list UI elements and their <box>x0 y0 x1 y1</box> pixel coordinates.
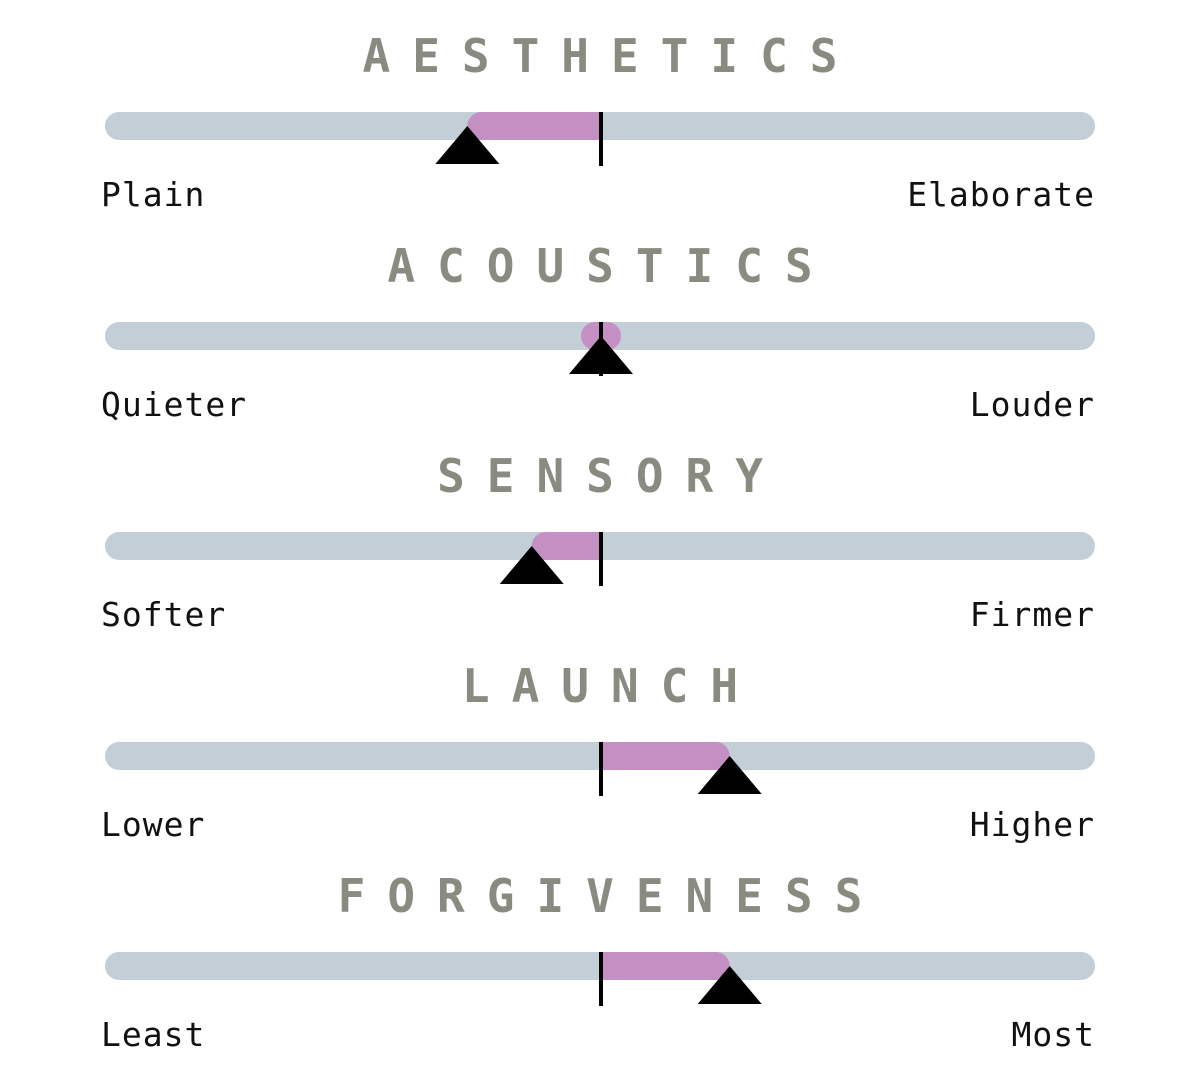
scale-track-svg <box>105 742 1095 796</box>
value-marker <box>697 966 762 1004</box>
scale-track-svg <box>105 322 1095 376</box>
value-fill <box>601 952 730 980</box>
right-end-label: Most <box>1011 1015 1095 1054</box>
scale-sensory: SENSORY Softer Firmer <box>0 420 1200 634</box>
right-end-label: Higher <box>969 805 1095 844</box>
value-fill-edge <box>601 742 615 770</box>
scale-track-svg <box>105 532 1095 586</box>
scale-track-svg <box>105 952 1095 1006</box>
value-fill-edge <box>587 532 601 560</box>
value-marker <box>435 126 500 164</box>
center-tick <box>599 742 603 796</box>
scale-title: LAUNCH <box>461 659 761 713</box>
value-fill <box>531 532 601 560</box>
scale-forgiveness: FORGIVENESS Least Most <box>0 840 1200 1054</box>
left-end-label: Softer <box>101 595 227 634</box>
scale-title: SENSORY <box>437 449 785 503</box>
left-end-label: Quieter <box>101 385 248 424</box>
right-end-label: Firmer <box>969 595 1095 634</box>
left-end-label: Least <box>101 1015 206 1054</box>
scale-title: ACOUSTICS <box>387 239 835 293</box>
value-fill-edge <box>601 952 615 980</box>
left-end-label: Lower <box>101 805 206 844</box>
scale-acoustics: ACOUSTICS Quieter Louder <box>0 210 1200 424</box>
scale-title: FORGIVENESS <box>337 869 885 923</box>
value-fill <box>601 742 730 770</box>
right-end-label: Elaborate <box>907 175 1095 214</box>
scale-title: AESTHETICS <box>362 29 860 83</box>
scale-track-svg <box>105 112 1095 166</box>
left-end-label: Plain <box>101 175 206 214</box>
value-marker <box>499 546 564 584</box>
value-fill-edge <box>587 112 601 140</box>
value-fill <box>467 112 601 140</box>
value-marker <box>569 336 633 374</box>
center-tick <box>599 952 603 1006</box>
value-marker <box>697 756 762 794</box>
right-end-label: Louder <box>969 385 1095 424</box>
center-tick <box>599 112 603 166</box>
scale-launch: LAUNCH Lower Higher <box>0 630 1200 844</box>
center-tick <box>599 532 603 586</box>
scale-aesthetics: AESTHETICS Plain Elaborate <box>0 0 1200 214</box>
